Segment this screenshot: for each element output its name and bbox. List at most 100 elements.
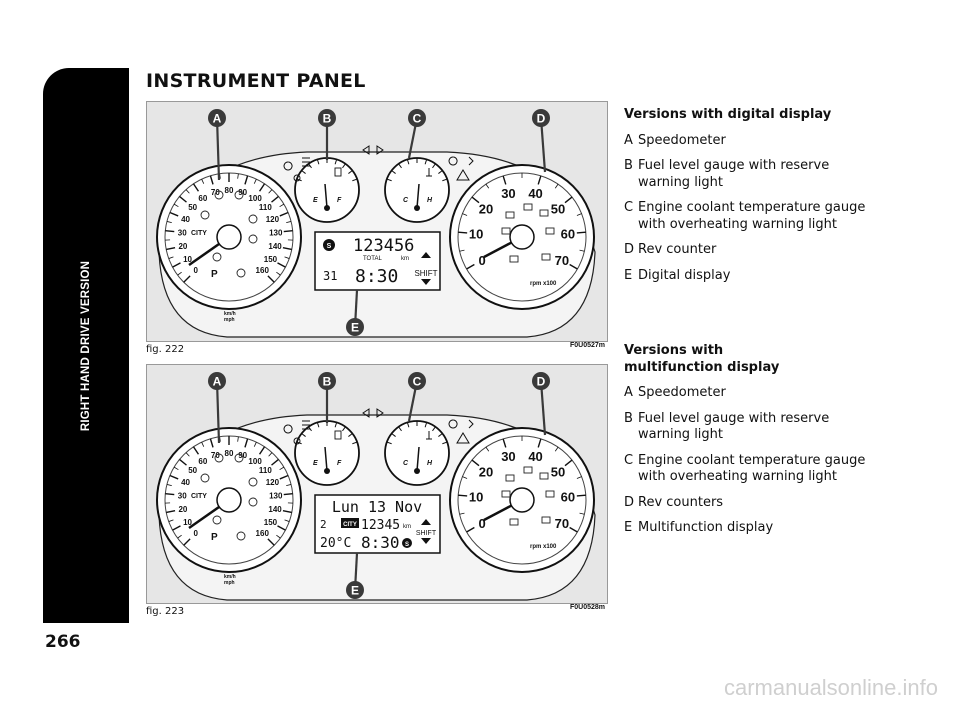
turn-signal-icon [362,145,384,155]
speed-unit-kmh: km/h [224,311,236,317]
rev-counter-tick [466,263,475,270]
s-badge-icon [323,239,335,251]
warning-lamp-icon [234,190,244,200]
warning-lamp-icon [523,203,533,211]
warning-lamp-icon [214,190,224,200]
callout-letter: E [351,321,359,335]
rev-counter-tick [554,446,559,452]
odometer-value: 12345 [361,518,400,533]
fuel-gauge-tick [316,422,320,428]
shift-label: SHIFT [416,530,437,537]
speedometer-tick [276,534,281,539]
coolant-temp-icon [426,168,432,177]
speedometer-tick [209,175,214,185]
item-text: Engine coolant temperature gauge with ov… [638,452,866,485]
speed-unit-kmh: km/h [224,574,236,580]
rev-counter-tick-label: 50 [551,464,565,479]
hazard-warning-icon [456,169,470,181]
temp-gauge-tick [424,159,428,165]
callout-badge [532,109,550,127]
speedometer-tick [279,474,289,480]
speedometer-tick [168,256,174,259]
s-badge-icon [402,538,412,548]
callout-letter: E [351,584,359,598]
warning-lamp-icon [212,515,222,525]
hazard-warning-icon [456,432,470,444]
item-text: Digital display [638,267,731,283]
city-badge [341,518,359,528]
speedometer-tick [168,519,174,522]
speedometer-tick [244,175,249,185]
warning-lamp-icon [248,214,258,224]
outside-temp-value: 20°C [320,536,351,551]
display-left-value: 31 [323,269,337,283]
speedometer-tick [165,493,175,496]
speedometer-tick-label: 90 [238,188,247,197]
fuel-gauge-hub [324,468,330,474]
speedometer-tick [279,466,285,471]
fuel-gauge-tick [352,178,358,182]
heading-line: multifunction display [624,359,780,375]
heading-line: Versions with [624,343,724,358]
rev-counter-tick [485,446,490,452]
speedometer-tick-label: 100 [248,457,262,466]
speed-unit-mph: mph [224,317,235,323]
figure-label: fig. 222 [146,344,185,355]
warning-lamp-icon [200,473,210,483]
rev-counter-tick-label: 0 [479,253,486,268]
speedometer-tick-label: 120 [266,215,280,224]
sun-icon [293,437,301,445]
callout-badge [318,372,336,390]
temp-gauge-tick [398,163,402,169]
rev-counter-tick [576,213,582,216]
rev-counter-tick [564,196,573,204]
s-badge-label: S [327,243,332,250]
temp-gauge-tick [438,170,443,174]
temp-gauge-dial [384,157,450,223]
temp-gauge-dial [384,420,450,486]
fuel-gauge-tick [334,422,338,428]
callout-leader [539,117,547,173]
item-letter: B [624,410,633,426]
speedometer-tick [271,195,279,203]
rev-counter-tick [466,526,475,533]
rev-counter-tick [459,249,465,252]
fuel-gauge-tick [342,426,346,432]
speedometer-tick [253,178,257,184]
speedometer-tick-label: 130 [269,491,283,500]
item-text: Speedometer [638,385,726,400]
fuel-gauge-tick [348,433,353,437]
rev-counter-tick [471,196,480,204]
item-letter: A [624,132,633,148]
fuel-gauge-hub [324,205,330,211]
date-value: Lun 13 Nov [332,498,422,516]
item-letter: D [624,242,635,257]
total-label: TOTAL [363,256,382,262]
speedometer-tick [258,183,266,192]
warning-lamp-icon [248,497,258,507]
beam-icon [448,156,474,166]
city-label: CITY [191,230,207,237]
rev-counter-tick [462,476,468,479]
warning-lamp-icon [509,255,519,263]
speedometer-tick-label: 10 [183,518,192,527]
speedometer-tick-label: 60 [198,457,207,466]
rev-counter-tick-label: 70 [555,253,569,268]
speedometer-tick-label: 50 [188,466,197,475]
rev-counter-tick [459,512,465,515]
speedometer-tick-label: 30 [178,228,187,237]
s-badge-label: S [405,542,409,548]
speedometer-tick [201,441,205,447]
fuel-gauge-dial [294,157,360,223]
callout-badge [346,318,364,336]
rev-counter-tick [471,459,480,467]
fuel-gauge-tick [352,441,358,445]
rev-counter-tick [458,231,468,234]
callout-letter: B [323,375,332,389]
speedometer-tick [183,538,191,546]
